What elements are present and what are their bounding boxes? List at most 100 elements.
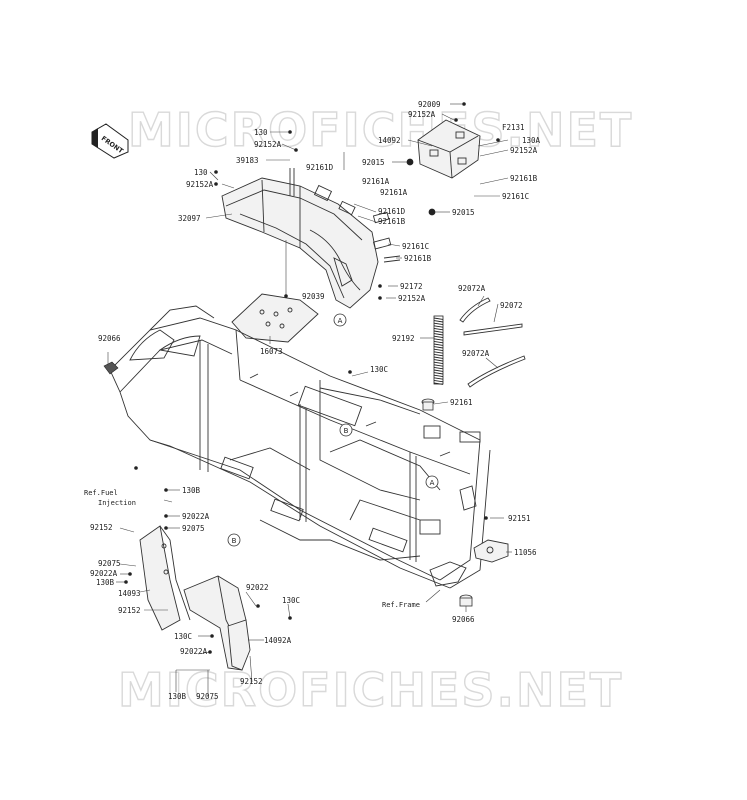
spring-coil (433, 356, 444, 359)
part-label: 92022 (246, 583, 269, 592)
part-label: 14092 (378, 136, 401, 145)
spring-coil (433, 335, 444, 339)
spring-part-92192 (433, 315, 444, 385)
part-label: 92015 (452, 208, 475, 217)
spring-coil (433, 320, 444, 323)
spring-coil (433, 338, 444, 341)
spring-coil (433, 364, 444, 367)
cap-part-92066-upper (103, 361, 119, 375)
watermark-bottom: MICROFICHES.NET (118, 663, 623, 717)
guard-part-14092A (183, 575, 251, 671)
strap-parts-92072 (459, 297, 526, 388)
part-label: 92066 (452, 615, 475, 624)
part-label: 92152 (90, 523, 113, 532)
part-label: 92022A (180, 647, 208, 656)
part-label: 92152A (254, 140, 282, 149)
circle-mark-a-top: A (333, 313, 347, 327)
grommet-part-92161 (421, 398, 435, 411)
part-label: 130 (194, 168, 208, 177)
mat-part-16073 (231, 293, 319, 343)
part-label: 92161B (404, 254, 432, 263)
part-label: 92152 (240, 677, 263, 686)
part-label: 130C (174, 632, 192, 641)
spring-coil (433, 377, 444, 380)
rear-fender-assembly (221, 168, 401, 309)
part-labels: 92009 92152A F2131 14092 130A 92152A 920… (90, 100, 541, 701)
part-label: 39183 (236, 156, 259, 165)
front-arrow-icon: FRONT (91, 123, 129, 159)
part-label: 92152A (186, 180, 214, 189)
part-label: 92161 (450, 398, 473, 407)
part-label: 92161C (402, 242, 429, 251)
circle-mark-b-lower: B (227, 533, 241, 547)
part-label: 92161D (306, 163, 334, 172)
svg-text:B: B (344, 427, 349, 435)
bracket-part-11056 (473, 539, 509, 563)
ref-injection-note: Injection (98, 499, 136, 507)
part-label: 130C (370, 365, 388, 374)
spring-coil (433, 327, 444, 331)
spring-coil (433, 333, 444, 336)
spring-coil (433, 366, 444, 370)
part-label: 92072A (462, 349, 490, 358)
spring-coil (433, 348, 444, 352)
part-label: 14093 (118, 589, 141, 598)
part-label: 92015 (362, 158, 385, 167)
part-label: 92152A (398, 294, 426, 303)
ref-frame-note: Ref.Frame (382, 601, 420, 609)
spring-coil (433, 382, 444, 385)
main-frame (109, 305, 491, 589)
part-label: 92161C (502, 192, 529, 201)
part-label: 92152A (408, 110, 436, 119)
circle-mark-b-frame: B (339, 423, 353, 437)
part-label: 92072 (500, 301, 523, 310)
part-label: 16073 (260, 347, 283, 356)
part-label: 92161B (510, 174, 538, 183)
part-label: 92161A (380, 188, 408, 197)
part-label: 92161B (378, 217, 406, 226)
part-label: 92039 (302, 292, 325, 301)
part-label: 130 (254, 128, 268, 137)
ref-fuel-note: Ref.Fuel (84, 489, 118, 497)
part-label: 92072A (458, 284, 486, 293)
part-label: 92161D (378, 207, 406, 216)
part-label: 92075 (196, 692, 219, 701)
part-label: 92022A (90, 569, 118, 578)
spring-coil (433, 379, 444, 383)
cap-part-92066-lower (459, 594, 473, 607)
spring-coil (433, 369, 444, 372)
spring-coil (433, 353, 444, 357)
part-label: 14092A (264, 636, 292, 645)
spring-coil (433, 346, 444, 349)
part-label: F2131 (502, 123, 525, 132)
spring-coil (433, 325, 444, 328)
fastener-dots (124, 102, 500, 654)
spring-coil (433, 340, 444, 344)
part-label: 92066 (98, 334, 121, 343)
spring-coil (433, 330, 444, 333)
spring-coil (433, 351, 444, 354)
part-label: 130B (168, 692, 187, 701)
watermark-top: MICROFICHES.NET (128, 103, 633, 157)
part-label: 92075 (98, 559, 121, 568)
part-label: 92075 (182, 524, 205, 533)
part-label: 130A (522, 136, 541, 145)
part-label: 130C (282, 596, 300, 605)
spring-coil (433, 343, 444, 346)
part-label: 130B (96, 578, 115, 587)
part-label: 92022A (182, 512, 210, 521)
part-label: 92172 (400, 282, 423, 291)
svg-text:B: B (232, 537, 237, 545)
part-label: 92009 (418, 100, 441, 109)
part-label: 11056 (514, 548, 537, 557)
part-label: 92151 (508, 514, 531, 523)
bracket-part-14092 (417, 119, 481, 179)
svg-text:A: A (430, 479, 435, 487)
spring-coil (433, 317, 444, 320)
spring-coil (433, 359, 444, 362)
spring-coil (433, 322, 444, 326)
circle-mark-a-frame: A (425, 475, 439, 489)
part-label: 92152A (510, 146, 538, 155)
part-label: 32097 (178, 214, 201, 223)
